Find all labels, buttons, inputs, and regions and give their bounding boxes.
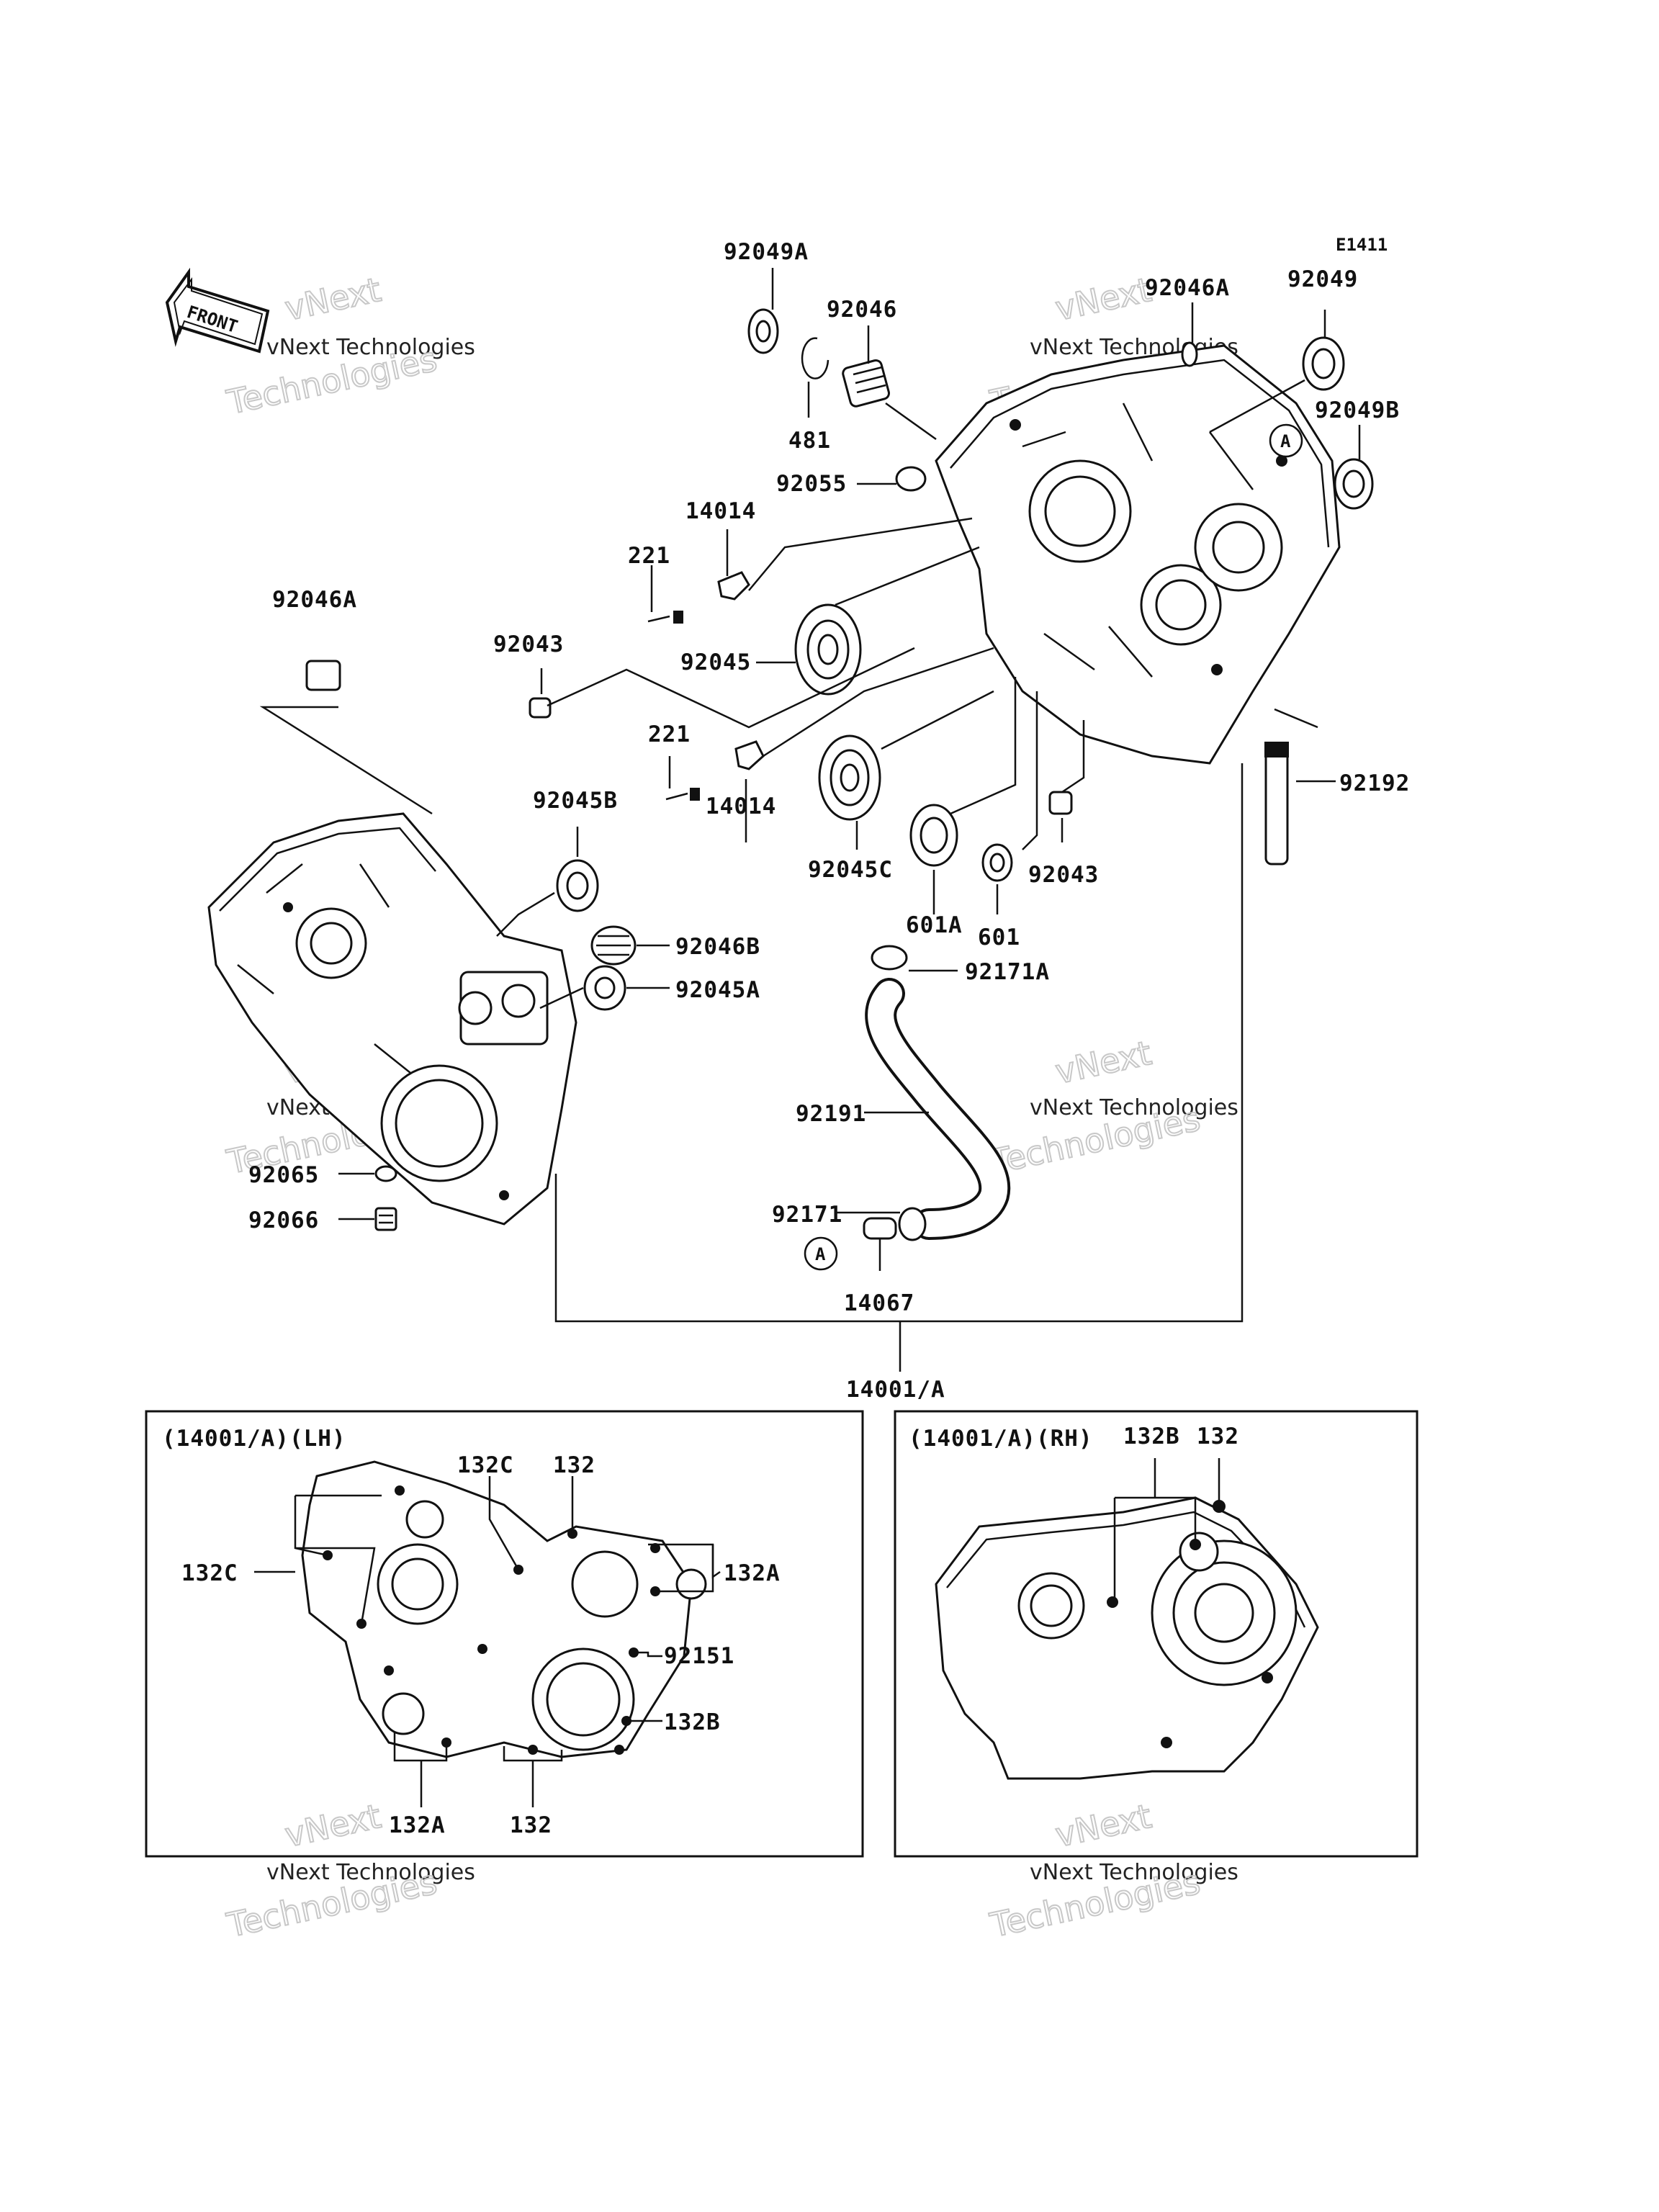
rh-callout-132B: 132B bbox=[1123, 1424, 1180, 1449]
lh-detail-box: (14001/A)(LH) 132C 132 132C 132A 92151 bbox=[145, 1410, 864, 1858]
callout-92049: 92049 bbox=[1287, 266, 1358, 292]
callout-92171A: 92171A bbox=[965, 959, 1050, 985]
callout-221-bottom: 221 bbox=[648, 721, 691, 747]
breather-92192 bbox=[1264, 742, 1289, 866]
callout-92192: 92192 bbox=[1339, 770, 1410, 796]
lh-callout-132C-top: 132C bbox=[457, 1452, 514, 1478]
bearing-92045A bbox=[583, 965, 626, 1011]
callout-92045A: 92045A bbox=[675, 977, 760, 1003]
watermark-outline-1: vNext bbox=[1052, 1797, 1155, 1855]
front-arrow: FRONT bbox=[165, 267, 270, 354]
screw-221-top bbox=[647, 611, 683, 624]
watermark-outline-1: vNext bbox=[1052, 1033, 1155, 1092]
callout-92066: 92066 bbox=[248, 1208, 319, 1233]
crankcase-left-half bbox=[207, 812, 577, 1226]
clamp-92171 bbox=[898, 1207, 927, 1241]
screw-221-bottom bbox=[665, 788, 700, 801]
lh-callout-92151: 92151 bbox=[664, 1643, 734, 1669]
oring-92055 bbox=[895, 466, 927, 492]
callout-92055: 92055 bbox=[776, 471, 847, 497]
watermark-text: vNext Technologies bbox=[1030, 1860, 1238, 1885]
ref-mark-a-label: A bbox=[815, 1244, 826, 1264]
watermark-text: vNext Technologies bbox=[266, 335, 475, 360]
bearing-601A bbox=[909, 804, 958, 867]
needle-bearing-92046 bbox=[842, 359, 890, 408]
dowel-pin-92043-left bbox=[529, 697, 552, 719]
lh-callout-132C-left: 132C bbox=[181, 1560, 238, 1586]
callout-14014-bottom: 14014 bbox=[706, 793, 776, 819]
bearing-92045B bbox=[556, 859, 599, 912]
bearing-92046A-top bbox=[1181, 341, 1198, 367]
callout-92045: 92045 bbox=[680, 649, 751, 675]
oil-seal-92049 bbox=[1302, 336, 1345, 391]
callout-14001A: 14001/A bbox=[846, 1377, 945, 1403]
crankcase-right-half bbox=[935, 344, 1341, 765]
callout-601: 601 bbox=[978, 925, 1020, 950]
clamp-92171A bbox=[871, 945, 908, 971]
needle-bearing-92046B bbox=[590, 925, 637, 966]
callout-92043-right: 92043 bbox=[1028, 862, 1099, 888]
callout-14067: 14067 bbox=[844, 1290, 914, 1316]
callout-92043-left: 92043 bbox=[493, 631, 564, 657]
dowel-pin-92043-right bbox=[1048, 791, 1073, 815]
callout-601A: 601A bbox=[906, 912, 963, 938]
callout-14014-top: 14014 bbox=[685, 498, 756, 524]
ref-mark-a-bottom: A bbox=[804, 1236, 838, 1271]
rh-box-title: (14001/A)(RH) bbox=[909, 1426, 1093, 1452]
diagram-code: E1411 bbox=[1336, 235, 1388, 255]
lh-box-title: (14001/A)(LH) bbox=[162, 1426, 346, 1452]
lh-callout-132-bottom: 132 bbox=[510, 1812, 552, 1838]
watermark-mid-right: vNext vNext Technologies Technologies bbox=[986, 1033, 1238, 1182]
lh-callout-132A-bottom: 132A bbox=[389, 1812, 446, 1838]
watermark-outline-1: vNext bbox=[1052, 270, 1155, 328]
rh-detail-box: (14001/A)(RH) 132B 132 bbox=[894, 1410, 1419, 1858]
ball-bearing-92045 bbox=[794, 603, 862, 696]
watermark-outline-1: vNext bbox=[282, 270, 385, 328]
lh-callout-132B: 132B bbox=[664, 1709, 721, 1735]
callout-92049B: 92049B bbox=[1315, 397, 1400, 423]
ref-mark-a-top: A bbox=[1269, 423, 1303, 458]
callout-92046B: 92046B bbox=[675, 934, 760, 960]
callout-labels: 92049A 92046 92046A 92049 481 92055 9204… bbox=[248, 239, 1410, 1403]
oil-seal-92049B bbox=[1334, 458, 1374, 510]
callout-92045C: 92045C bbox=[808, 857, 893, 883]
plug-92066 bbox=[374, 1207, 397, 1231]
watermark-text: vNext Technologies bbox=[1030, 1095, 1238, 1120]
hose-92191 bbox=[865, 978, 1011, 1240]
bearing-601 bbox=[981, 843, 1013, 882]
callout-92049A: 92049A bbox=[724, 239, 809, 265]
callout-92191: 92191 bbox=[796, 1101, 866, 1127]
rh-callout-132: 132 bbox=[1197, 1424, 1239, 1449]
ref-mark-a-label: A bbox=[1280, 431, 1291, 451]
washer-92065 bbox=[374, 1165, 397, 1182]
watermark-text: vNext Technologies bbox=[266, 1860, 475, 1885]
watermark-outline-1: vNext bbox=[282, 1797, 385, 1855]
callout-92046: 92046 bbox=[827, 297, 897, 323]
bearing-92049A bbox=[747, 308, 779, 354]
callout-92046A-left: 92046A bbox=[272, 587, 357, 613]
callout-92065: 92065 bbox=[248, 1162, 319, 1188]
lh-callout-132-top: 132 bbox=[553, 1452, 595, 1478]
fitting-14067 bbox=[863, 1217, 897, 1240]
callout-92171: 92171 bbox=[772, 1202, 842, 1228]
plate-14014-top bbox=[717, 571, 750, 601]
leader-lines bbox=[259, 268, 1361, 1372]
circlip-481 bbox=[801, 337, 830, 379]
callout-221-top: 221 bbox=[628, 543, 670, 569]
lh-callout-132A-right: 132A bbox=[724, 1560, 781, 1586]
callout-92045B: 92045B bbox=[533, 788, 618, 814]
ball-bearing-92045C bbox=[818, 734, 881, 821]
callout-481: 481 bbox=[788, 428, 831, 454]
callout-92046A-top: 92046A bbox=[1145, 275, 1230, 301]
watermark-bottom-right: vNext vNext Technologies Technologies bbox=[986, 1796, 1238, 1946]
needle-bearing-92046A-left bbox=[305, 660, 341, 691]
plate-14014-bottom bbox=[734, 740, 765, 770]
